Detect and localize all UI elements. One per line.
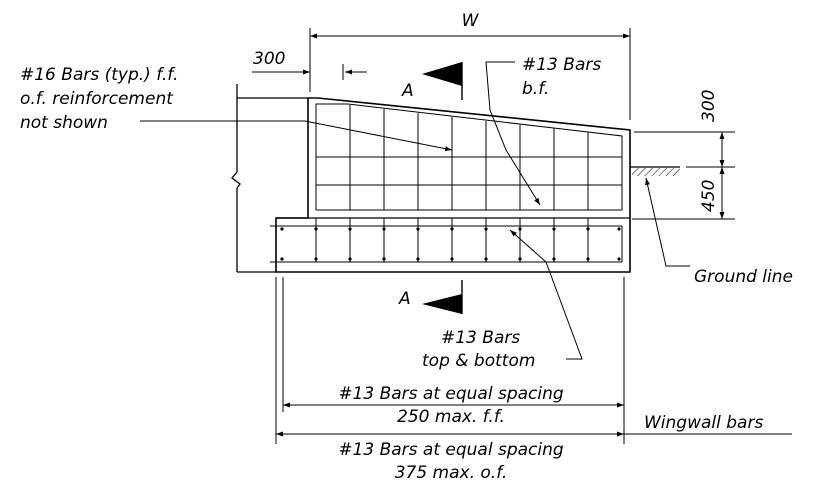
dimension-w — [309, 28, 631, 120]
section-label-bottom: A — [398, 289, 411, 309]
width-label: W — [462, 11, 480, 31]
dimension-300-right-label: 300 — [699, 90, 719, 122]
of-spacing-line1: #13 Bars at equal spacing — [338, 440, 564, 460]
section-mark-bottom — [422, 280, 463, 314]
bars13-bf-leader — [485, 61, 541, 206]
ground-line-label: Ground line — [694, 267, 793, 287]
ground-surface — [630, 166, 680, 176]
dimension-450-label: 450 — [699, 180, 719, 212]
bars16-note-line2: o.f. reinforcement — [20, 89, 174, 109]
abutment-wall — [231, 84, 308, 273]
bars13-tb-line1: #13 Bars — [441, 328, 520, 348]
dimension-300-left-label: 300 — [253, 49, 285, 69]
bars13-tb-leader — [509, 229, 583, 360]
bars16-leader — [140, 120, 453, 152]
wingwall-bars-label: Wingwall bars — [644, 413, 763, 433]
section-label-top: A — [401, 81, 414, 101]
dimension-right-stack — [632, 131, 735, 220]
bars13-bf-line1: #13 Bars — [522, 55, 601, 75]
footing-bar-dots — [280, 227, 621, 261]
bars16-note-line1: #16 Bars (typ.) f.f. — [20, 65, 178, 85]
footing-reinforcement — [270, 218, 623, 263]
bars16-note-line3: not shown — [20, 113, 108, 133]
of-spacing-line2: 375 max. o.f. — [395, 463, 508, 482]
bars13-tb-line2: top & bottom — [422, 351, 535, 371]
ff-spacing-line1: #13 Bars at equal spacing — [338, 384, 564, 404]
dimension-300-left — [252, 64, 367, 80]
wingwall-outline — [275, 97, 631, 273]
ground-line-leader — [645, 177, 690, 267]
ff-spacing-line2: 250 max. f.f. — [397, 407, 505, 427]
reinforcement-cage — [315, 103, 623, 211]
bars13-bf-line2: b.f. — [522, 79, 549, 99]
bottom-dimension-lines — [275, 277, 792, 444]
section-mark-top — [422, 62, 463, 100]
